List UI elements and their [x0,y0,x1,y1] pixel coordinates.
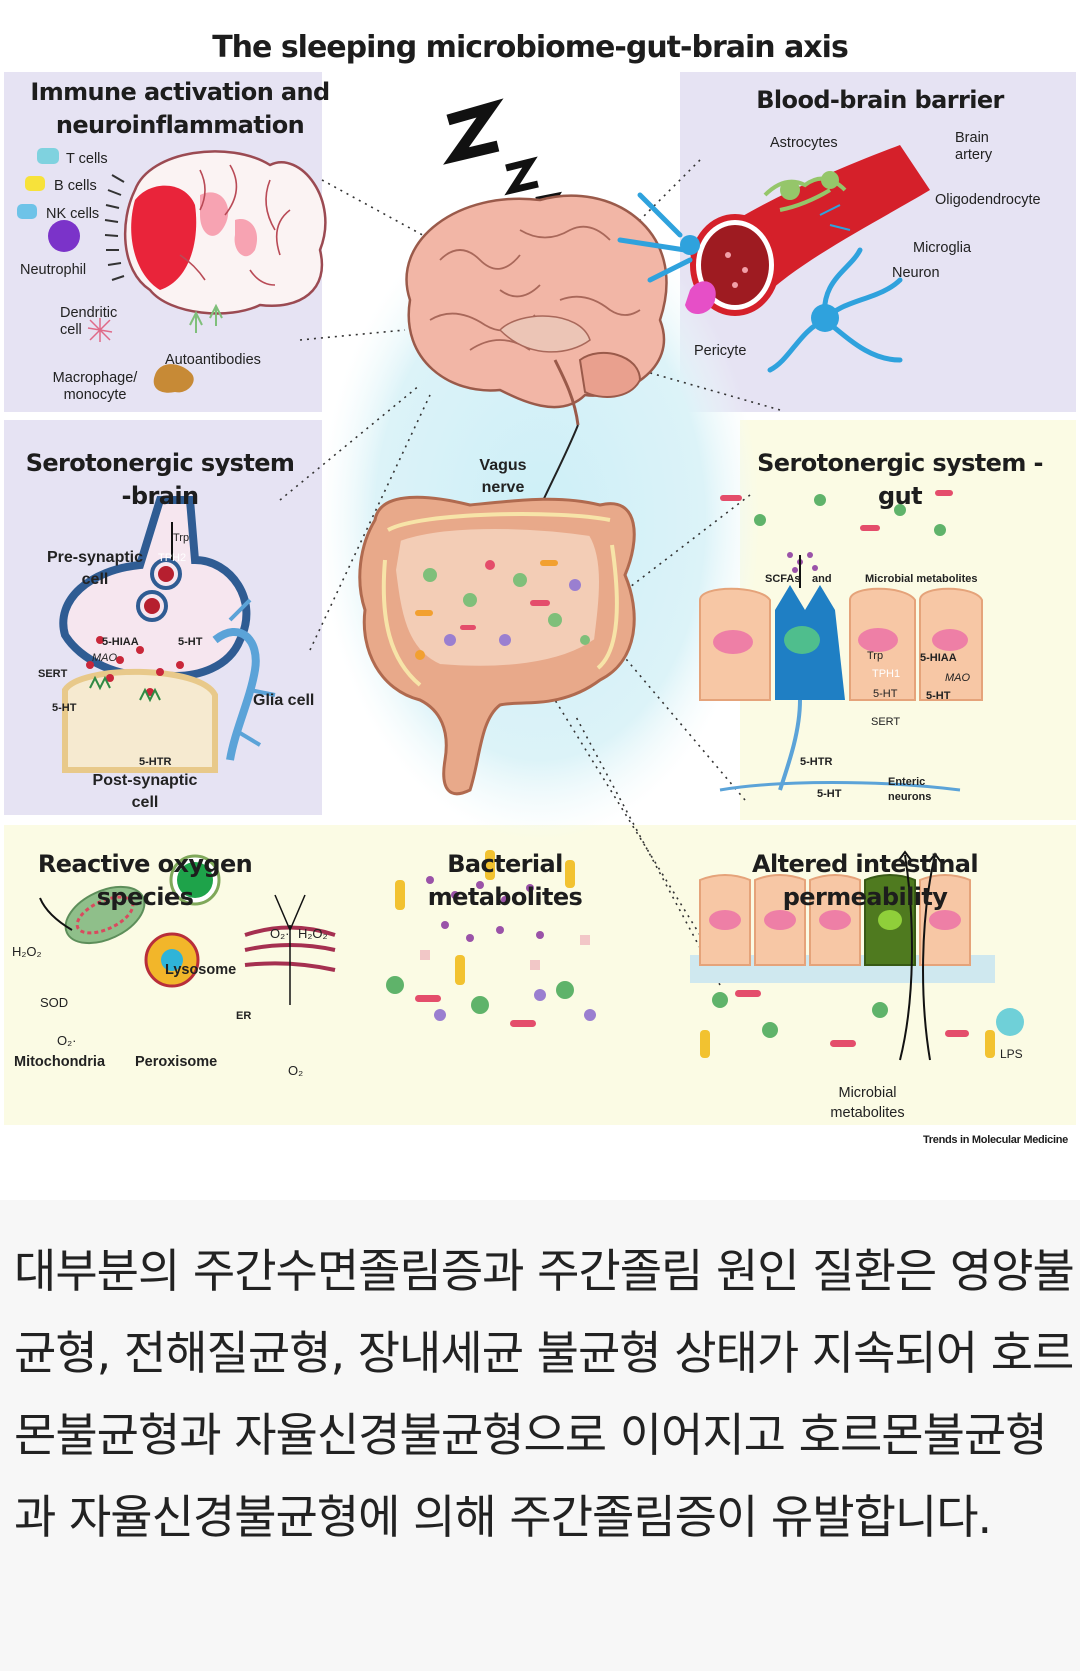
ros-illustration [39,854,336,1005]
label-5ht-gut-2: 5-HT [926,690,951,702]
label-dendritic: Dendritic cell [60,305,118,338]
label-postsynaptic: Post-synaptic cell [92,772,198,811]
label-sod: SOD [40,995,69,1010]
label-scfas: SCFAs [765,573,801,585]
caption-text: 대부분의 주간수면졸림증과 주간졸림 원인 질환은 영양불균형, 전해질균형, … [14,1244,1075,1544]
label-t-cells: T cells [66,151,108,167]
permeability-illustration [690,850,1024,1061]
label-lysosome: Lysosome [165,962,237,978]
label-h2o2: H₂O₂ [12,944,42,959]
bbb-heading: Blood-brain barrier [756,86,1004,114]
label-enteric: Enteric neurons [888,776,932,803]
connector-lines [279,159,781,986]
label-o2-minus-2: O₂· [270,926,290,941]
label-pericyte: Pericyte [694,343,747,359]
label-peroxisome: Peroxisome [135,1054,218,1070]
label-er: ER [236,1010,252,1022]
label-microbial-perm: Microbial metabolites [830,1085,905,1121]
label-o2-minus: O₂· [57,1033,77,1048]
label-macrophage: Macrophage/ monocyte [52,370,138,403]
label-tph2: TPH2 [158,552,187,564]
label-b-cells: B cells [54,178,97,194]
label-5ht-gut-3: 5-HT [817,788,842,800]
label-mitochondria: Mitochondria [14,1054,106,1070]
immune-brain-illustration [17,148,327,393]
label-trp-brain: Trp [173,532,190,544]
permeability-heading: Altered intestinal permeability [752,850,979,911]
label-vagus-nerve: Vagus nerve [479,457,527,496]
label-5ht-gut: 5-HT [873,688,898,700]
label-lps: LPS [1000,1047,1023,1061]
label-mao-gut: MAO [945,672,971,684]
label-astrocytes: Astrocytes [770,135,838,151]
diagram-figure: The sleeping microbiome-gut-brain axis I… [4,30,1076,1146]
bacterial-metabolites-illustration [386,850,596,1027]
label-sert-gut: SERT [871,716,901,728]
label-o2: O₂ [288,1063,304,1078]
label-5hiaa-gut: 5-HIAA [920,652,957,664]
label-5hiaa-brain: 5-HIAA [102,636,139,648]
label-neuron: Neuron [892,265,940,281]
sero-gut-illustration [699,490,983,792]
ros-heading: Reactive oxygen species [37,850,253,911]
label-5htr-gut: 5-HTR [800,756,833,768]
label-5ht-brain-2: 5-HT [52,702,77,714]
label-h2o2-2: H₂O₂ [298,926,328,941]
label-nk-cells: NK cells [46,206,100,222]
label-neutrophil: Neutrophil [20,262,87,278]
label-presynaptic: Pre-synaptic cell [46,549,144,588]
label-microglia: Microglia [913,240,972,256]
label-brain-artery: Brain artery [955,130,993,163]
intestine-bacteria [415,560,590,660]
label-oligodendrocyte: Oligodendrocyte [935,192,1041,208]
bacterial-heading: Bacterial metabolites [427,850,583,911]
label-autoantibodies: Autoantibodies [165,352,261,368]
figure-title: The sleeping microbiome-gut-brain axis [212,30,849,65]
label-glia: Glia cell [253,692,315,709]
bbb-illustration [617,145,930,373]
label-sert-brain: SERT [38,668,68,680]
caption-section: 대부분의 주간수면졸림증과 주간졸림 원인 질환은 영양불균형, 전해질균형, … [0,1200,1080,1671]
label-5ht-brain: 5-HT [178,636,203,648]
central-brain [405,194,668,426]
figure-credit: Trends in Molecular Medicine [922,1134,1068,1146]
sero-brain-illustration [59,496,276,773]
label-and: and [812,573,832,585]
label-mao-brain: MAO [92,652,118,664]
sero-gut-heading: Serotonergic system -gut [757,449,1043,510]
label-tph1: TPH1 [872,668,901,680]
diagram-artwork [4,72,1076,1125]
sero-brain-heading: Serotonergic system -brain [25,449,295,510]
label-microbial-gut: Microbial metabolites [865,573,978,585]
immune-heading: Immune activation and neuroinflammation [30,78,330,139]
label-5htr-brain: 5-HTR [139,756,172,768]
label-trp-gut: Trp [867,650,884,662]
